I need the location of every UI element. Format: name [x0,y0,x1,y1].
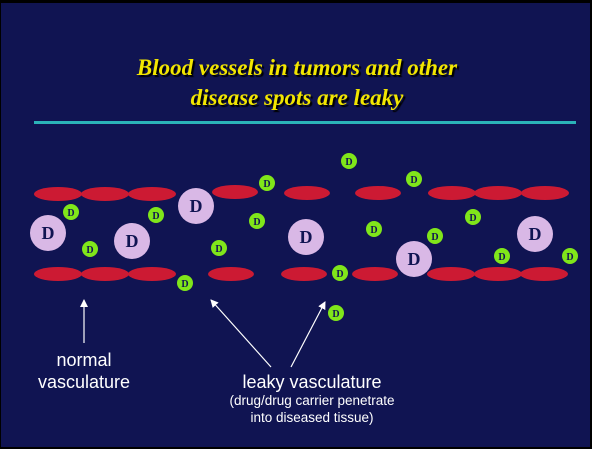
upper-vessel-wall [34,185,569,201]
leaky-caption-line-2: into diseased tissue) [187,409,437,426]
vessel-cell [520,267,568,281]
svg-text:D: D [469,213,476,224]
vessel-cell [521,186,569,200]
vessel-cell [355,186,401,200]
small-drug-particle: D [63,204,79,220]
large-drug-particle: D [114,223,150,259]
small-drug-particle: D [332,265,348,281]
leaky-vasculature-caption: (drug/drug carrier penetrate into diseas… [187,392,437,426]
svg-text:D: D [86,245,93,256]
svg-text:D: D [431,232,438,243]
svg-text:D: D [181,279,188,290]
normal-vasculature-label: normal vasculature [29,349,139,393]
vessel-cell [208,267,254,281]
small-drug-particle: D [366,221,382,237]
svg-text:D: D [345,157,352,168]
vessel-cell [284,186,330,200]
svg-text:D: D [152,211,159,222]
svg-text:D: D [529,224,542,244]
svg-text:D: D [410,175,417,186]
large-drug-particle: D [396,241,432,277]
vessel-cell [128,187,176,201]
svg-text:D: D [408,249,421,269]
large-drug-particle: D [288,219,324,255]
vessel-cell [128,267,176,281]
svg-text:D: D [190,196,203,216]
vessel-cell [474,186,522,200]
vessel-cell [281,267,327,281]
svg-text:D: D [215,244,222,255]
svg-text:D: D [126,231,139,251]
svg-text:D: D [498,252,505,263]
vessel-cell [427,267,475,281]
small-drug-particle: D [427,228,443,244]
small-drug-particle: D [249,213,265,229]
large-drug-carriers: D D D D D D [30,188,553,277]
small-drug-particle: D [82,241,98,257]
normal-label-line-2: vasculature [29,371,139,393]
leaky-vasculature-arrow-right [291,302,325,367]
vessel-cell [474,267,522,281]
small-drug-particle: D [148,207,164,223]
normal-label-line-1: normal [29,349,139,371]
small-drug-particle: D [406,171,422,187]
svg-text:D: D [67,208,74,219]
lower-vessel-wall [34,267,568,281]
svg-text:D: D [336,269,343,280]
small-drug-particle: D [211,240,227,256]
small-drug-particle: D [465,209,481,225]
vessel-cell [81,267,129,281]
small-drug-particle: D [328,305,344,321]
svg-text:D: D [263,179,270,190]
svg-text:D: D [300,227,313,247]
vessel-cell [352,267,398,281]
small-drug-particle: D [494,248,510,264]
vessel-cell [81,187,129,201]
svg-text:D: D [253,217,260,228]
small-drug-particle: D [177,275,193,291]
svg-text:D: D [42,223,55,243]
large-drug-particle: D [30,215,66,251]
vessel-cell [212,185,258,199]
leaky-vasculature-label: leaky vasculature [187,372,437,392]
vessel-cell [34,187,82,201]
small-drug-particle: D [259,175,275,191]
svg-text:D: D [332,309,339,320]
svg-text:D: D [370,225,377,236]
small-drug-particle: D [562,248,578,264]
large-drug-particle: D [517,216,553,252]
large-drug-particle: D [178,188,214,224]
small-drug-particle: D [341,153,357,169]
leaky-vasculature-arrow-left [211,300,271,367]
svg-text:D: D [566,252,573,263]
vessel-cell [34,267,82,281]
vessel-cell [428,186,476,200]
leaky-caption-line-1: (drug/drug carrier penetrate [187,392,437,409]
